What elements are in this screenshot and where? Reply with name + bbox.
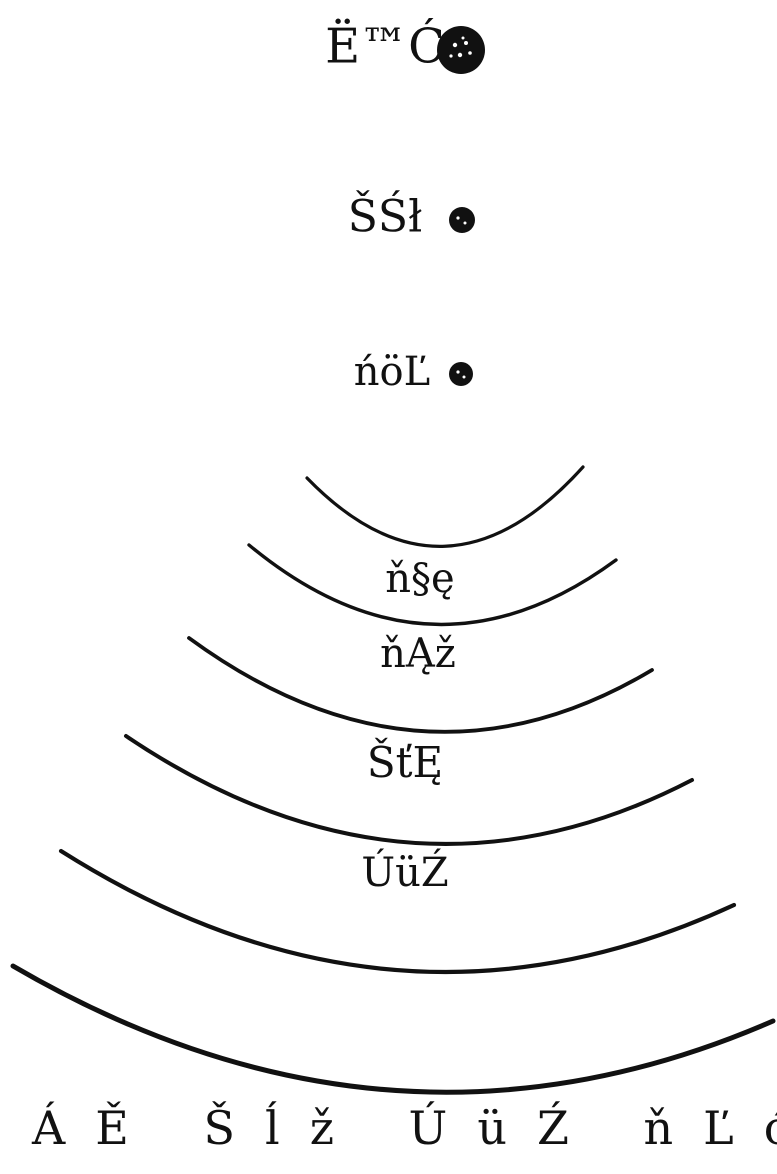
dotted-disc-icon — [449, 362, 473, 386]
bottom-label: ŠÁĚ Šĺž ÚüŹ ňĽć — [0, 1100, 777, 1155]
arc-label-1: ň§ę — [385, 556, 454, 602]
dotted-disc-icon — [449, 207, 475, 233]
marker-label-2: ŠŚł — [348, 190, 423, 243]
marker-label-1: Ë™Ć — [325, 17, 445, 75]
arc-label-3: ŠťĘ — [367, 737, 443, 787]
marker-row-1: Ë™Ć — [325, 17, 485, 75]
marker-row-3: ńöĽ — [354, 349, 473, 395]
arc-1 — [307, 467, 583, 546]
arc-6 — [13, 966, 773, 1092]
marker-label-3: ńöĽ — [354, 349, 430, 395]
dotted-disc-icon — [437, 26, 485, 74]
arc-label-4: ÚüŹ — [361, 849, 448, 896]
marker-row-2: ŠŚł — [348, 190, 475, 243]
arc-label-2: ňĄž — [380, 631, 456, 677]
